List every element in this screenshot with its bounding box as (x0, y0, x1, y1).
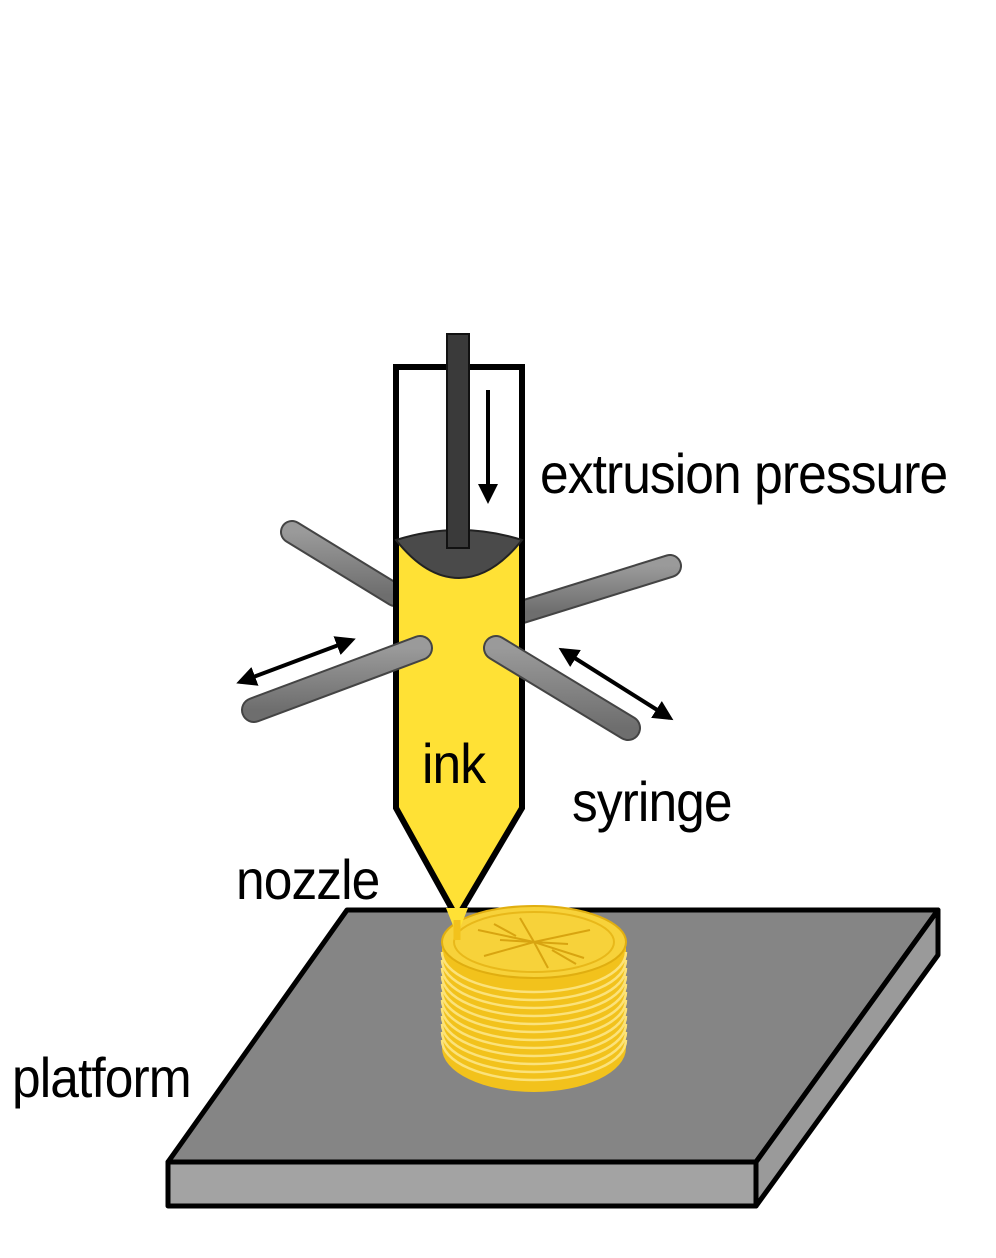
label-extrusion-pressure: extrusion pressure (540, 442, 948, 505)
syringe-outline (393, 364, 525, 925)
platform-front (165, 1159, 759, 1209)
label-syringe: syringe (572, 770, 733, 833)
right-motion-arrow (558, 647, 674, 721)
nozzle-tip (446, 908, 468, 928)
motion-arrows (236, 390, 674, 721)
infill-pattern (477, 917, 591, 969)
label-platform: platform (12, 1046, 192, 1109)
left-motion-arrow (236, 636, 356, 686)
printed-object (440, 905, 628, 1092)
print-layers (440, 951, 628, 1082)
platform-side (753, 907, 941, 1209)
support-rods-back (280, 520, 682, 624)
plunger-rod (446, 333, 470, 549)
label-nozzle: nozzle (236, 848, 380, 911)
label-ink: ink (422, 732, 486, 795)
